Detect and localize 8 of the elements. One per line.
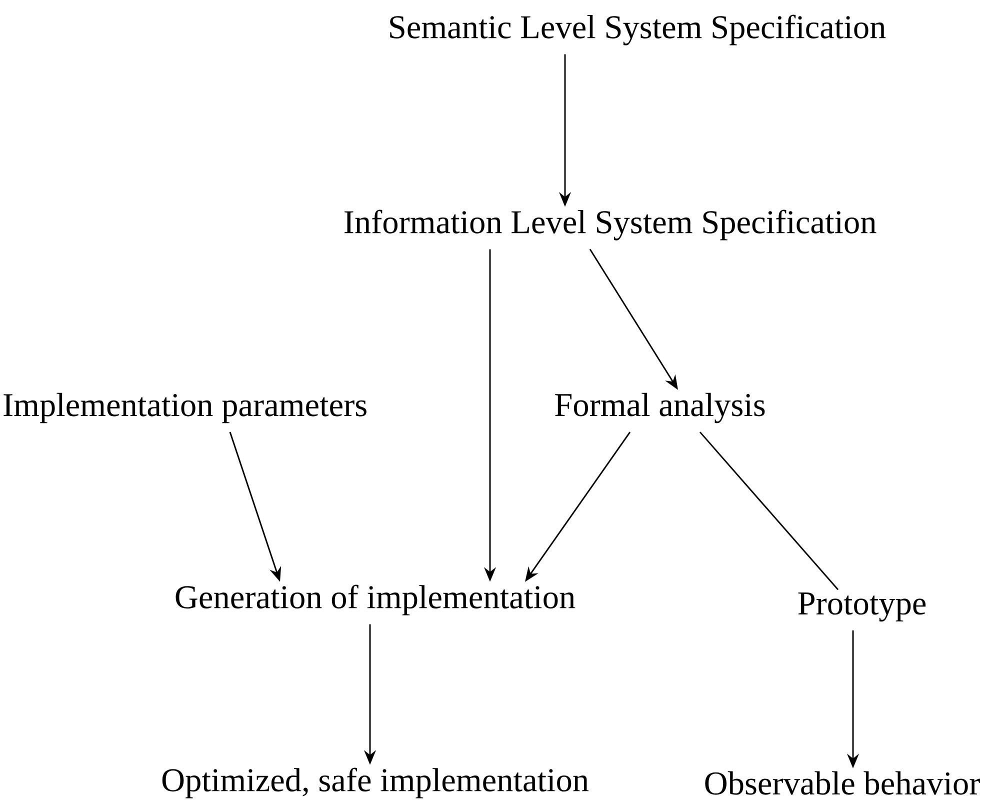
node-label: Prototype bbox=[798, 592, 926, 622]
node-label: Implementation parameters bbox=[4, 392, 366, 424]
node-label: Information Level System Specification bbox=[344, 210, 876, 240]
node-label: Generation of implementation bbox=[176, 584, 576, 616]
node-label: Formal analysis bbox=[555, 392, 765, 424]
node-label: Observable behavior bbox=[705, 771, 980, 795]
node-label: Semantic Level System Specification bbox=[390, 14, 886, 46]
node-label: Optimized, safe implementation bbox=[162, 768, 589, 798]
